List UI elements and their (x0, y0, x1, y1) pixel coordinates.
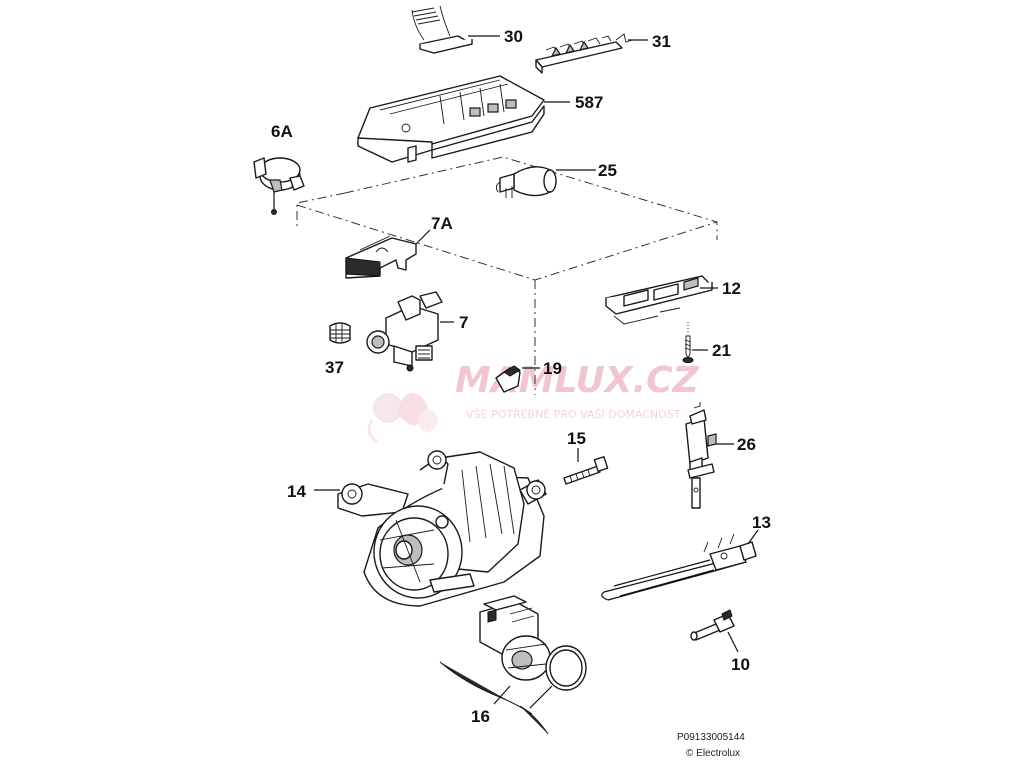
part-26-sensor (685, 402, 734, 509)
label-25: 25 (598, 161, 617, 180)
label-37: 37 (325, 358, 344, 377)
part-30-connector (411, 5, 500, 54)
part-21-screw (682, 322, 708, 363)
label-6A: 6A (271, 122, 293, 141)
part-14-motor (314, 450, 547, 607)
cabinet-outline (296, 156, 718, 395)
part-587-control-module (357, 75, 570, 163)
label-30: 30 (504, 27, 523, 46)
part-31-terminal-block (535, 33, 648, 74)
part-12-door-lock (605, 275, 718, 325)
part-37-filter (329, 322, 351, 344)
part-19-clip (495, 365, 540, 393)
part-labels: 30 31 587 6A 25 7A 12 7 21 37 19 15 26 1… (271, 27, 771, 726)
part-16-drain-pump (439, 595, 587, 735)
label-10: 10 (731, 655, 750, 674)
label-14: 14 (287, 482, 306, 501)
label-12: 12 (722, 279, 741, 298)
part-10-ntc-sensor (690, 609, 739, 653)
label-7: 7 (459, 313, 468, 332)
copyright: © Electrolux (686, 748, 740, 759)
watermark: MAMLUX.CZ VŠE POTŘEBNÉ PRO VAŠI DOMÁCNOS… (367, 360, 700, 444)
part-13-heating-element (601, 529, 759, 601)
label-16: 16 (471, 707, 490, 726)
part-6A-pressure-switch (253, 157, 305, 215)
watermark-logo (367, 393, 438, 444)
watermark-brand: MAMLUX.CZ (455, 360, 700, 401)
part-25-suppressor (495, 166, 596, 198)
label-13: 13 (752, 513, 771, 532)
label-587: 587 (575, 93, 603, 112)
reference-code: P09133005144 (677, 732, 745, 743)
label-7A: 7A (431, 214, 453, 233)
part-7-inlet-valve (366, 291, 454, 372)
label-31: 31 (652, 32, 671, 51)
label-19: 19 (543, 359, 562, 378)
part-15-bolt (563, 448, 609, 485)
label-21: 21 (712, 341, 731, 360)
part-7A-bracket (345, 229, 431, 279)
label-26: 26 (737, 435, 756, 454)
label-15: 15 (567, 429, 586, 448)
watermark-tagline: VŠE POTŘEBNÉ PRO VAŠI DOMÁCNOST (466, 408, 681, 421)
